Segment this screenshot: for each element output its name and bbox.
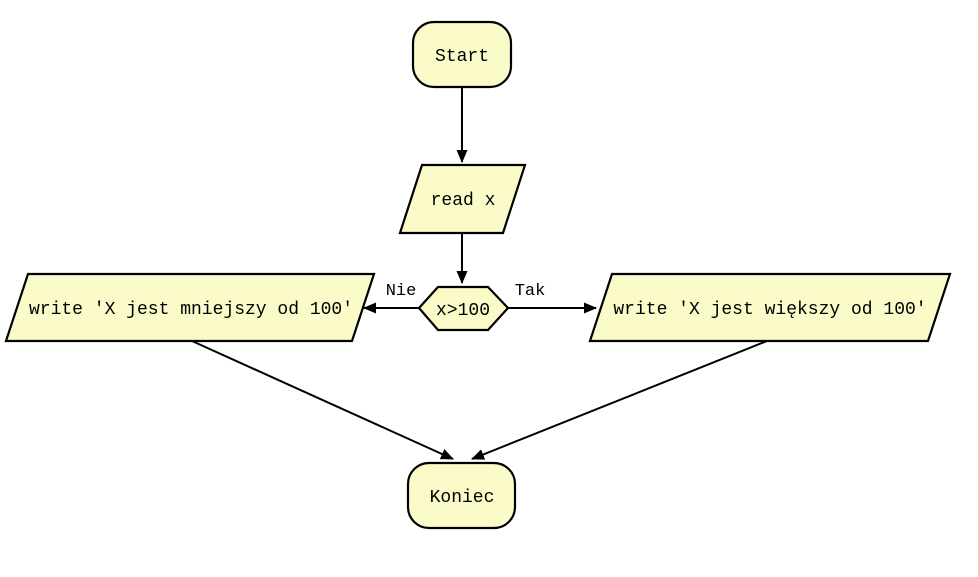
node-start-label: Start <box>435 47 489 67</box>
edge-write-less-to-end <box>191 340 454 460</box>
node-decision: x>100 <box>417 285 510 332</box>
decision-hexagon-shape <box>417 285 510 332</box>
edge-label-nie: Nie <box>386 282 417 301</box>
node-read-x: read x <box>398 163 527 235</box>
node-read-x-label: read x <box>431 191 496 211</box>
node-end-label: Koniec <box>430 488 495 508</box>
node-write-less-label: write 'X jest mniejszy od 100' <box>29 300 353 320</box>
io-parallelogram-shape <box>4 272 376 343</box>
node-start: Start <box>411 20 513 89</box>
terminator-shape <box>411 20 513 89</box>
terminator-shape <box>406 461 517 530</box>
node-write-less: write 'X jest mniejszy od 100' <box>4 272 376 343</box>
node-write-greater: write 'X jest większy od 100' <box>588 272 952 343</box>
edge-write-greater-to-end <box>471 340 768 460</box>
edge-label-tak: Tak <box>515 282 546 301</box>
io-parallelogram-shape <box>398 163 527 235</box>
node-decision-label: x>100 <box>436 301 490 321</box>
io-parallelogram-shape <box>588 272 952 343</box>
node-write-greater-label: write 'X jest większy od 100' <box>613 300 926 320</box>
edge-layer: Nie Tak <box>191 87 768 460</box>
node-end: Koniec <box>406 461 517 530</box>
